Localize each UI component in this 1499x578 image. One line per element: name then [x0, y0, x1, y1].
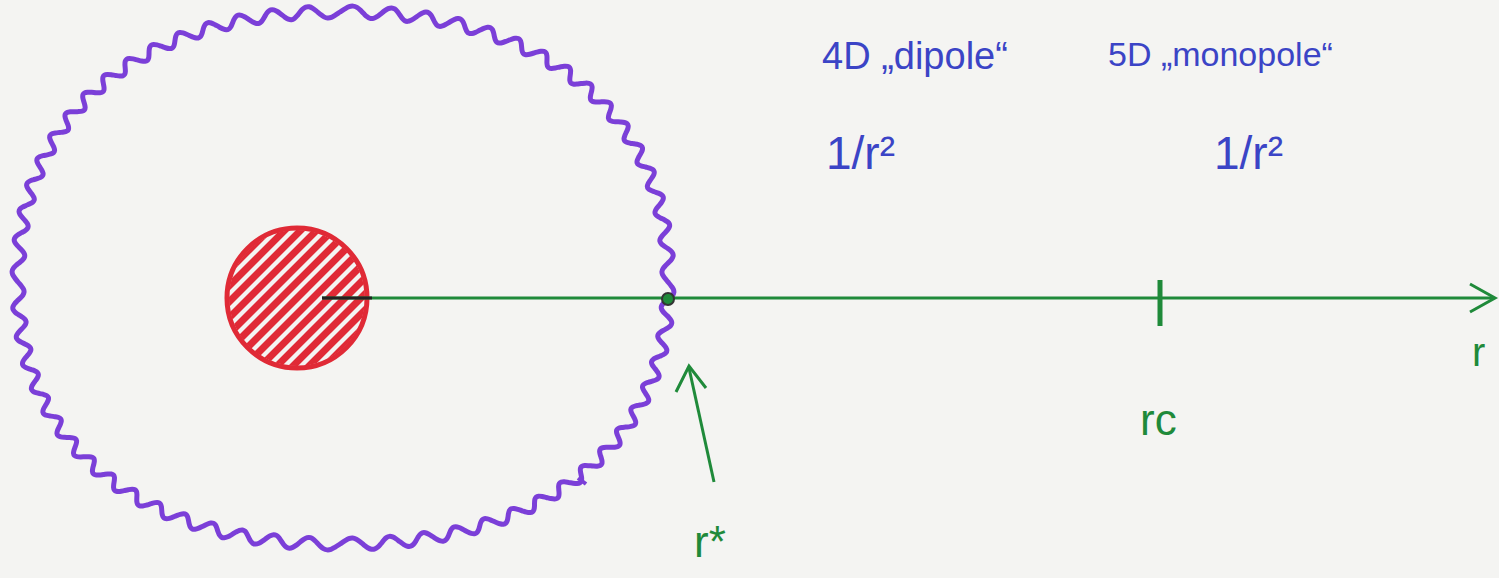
label-holder: r: [1472, 330, 1485, 374]
axis-arrowhead: [1470, 284, 1495, 312]
rstar-pointer: [689, 368, 714, 482]
label-holder: rc: [1140, 396, 1177, 444]
wavy-boundary: [12, 6, 674, 550]
radius-line: [322, 297, 372, 300]
rc-tick: [1158, 280, 1163, 326]
radial-axis: [322, 297, 1494, 300]
axis-label: r: [1472, 330, 1485, 374]
radius-label: rc: [1140, 396, 1177, 444]
label-holder: 1/r²: [826, 128, 895, 179]
label-holder: 1/r²: [1214, 128, 1283, 179]
radius-label: r*: [694, 518, 726, 566]
hatch-stroke: [63, 208, 243, 388]
boundary-mark: [578, 478, 586, 484]
regime-label: 4D „dipole“: [822, 36, 1008, 78]
label-holder: 4D „dipole“: [822, 36, 1008, 78]
rstar-pointer-head: [676, 366, 706, 392]
falloff-label: 1/r²: [826, 128, 895, 179]
rstar-dot: [662, 293, 674, 305]
label-holder: r*: [694, 518, 726, 566]
hatch-stroke: [47, 208, 227, 388]
label-holder: 5D „monopole“: [1108, 36, 1333, 73]
regime-label: 5D „monopole“: [1108, 36, 1333, 73]
falloff-label: 1/r²: [1214, 128, 1283, 179]
